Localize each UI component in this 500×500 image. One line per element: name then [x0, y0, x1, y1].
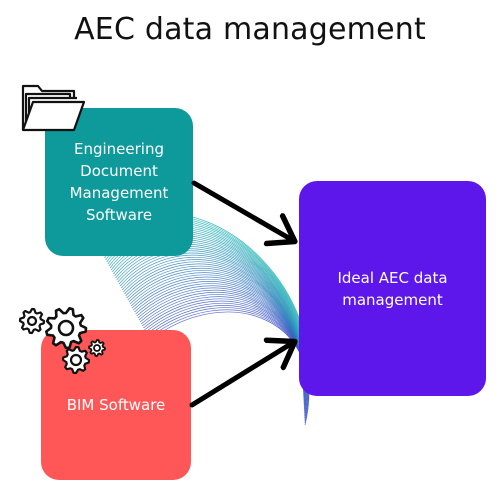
ideal-aec-box: Ideal AEC data management	[299, 181, 486, 396]
arrow-bim-to-ideal	[189, 342, 294, 408]
bim-software-label: BIM Software	[66, 396, 166, 414]
gears-icon	[18, 307, 106, 375]
edm-software-box: Engineering Document Management Software	[45, 108, 193, 256]
folder-icon	[21, 84, 86, 132]
ideal-aec-label: Ideal AEC data management	[337, 268, 448, 309]
bim-software-box: BIM Software	[41, 330, 191, 480]
arrow-edm-to-ideal	[191, 180, 294, 241]
edm-software-label: Engineering Document Management Software	[69, 140, 169, 224]
diagram-title: AEC data management	[74, 12, 426, 47]
